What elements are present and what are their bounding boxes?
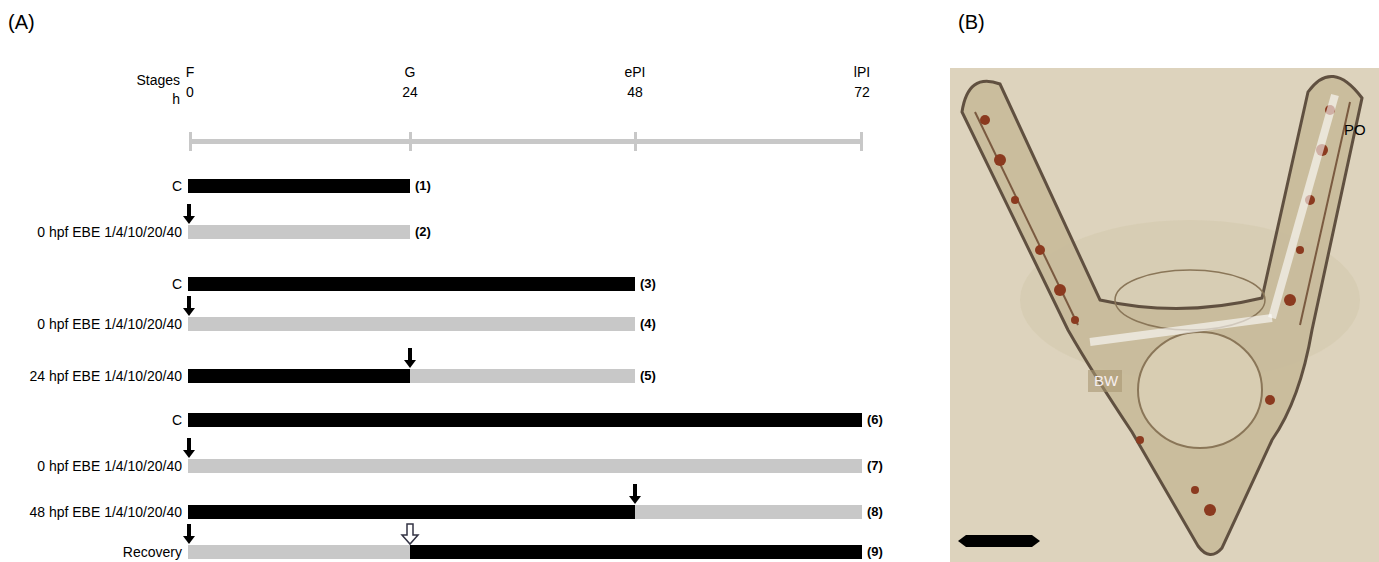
callout-number: (7) bbox=[867, 459, 883, 474]
part-label: PO bbox=[1344, 121, 1366, 138]
callout-number: (6) bbox=[867, 413, 883, 428]
recovery-arrow bbox=[402, 524, 418, 544]
timeline bbox=[190, 139, 862, 144]
scale-bar bbox=[958, 535, 1040, 547]
callout-number: (1) bbox=[415, 179, 431, 194]
stage-label: h bbox=[172, 91, 180, 107]
treatment-arrows bbox=[183, 204, 641, 544]
treatment-label: 0 hpf EBE 1/4/10/20/40 bbox=[37, 316, 182, 332]
stage-label: G bbox=[405, 64, 416, 80]
tick bbox=[189, 132, 192, 151]
treatment-label: C bbox=[172, 276, 182, 292]
stage-label: F bbox=[186, 64, 195, 80]
panel-label: (A) bbox=[8, 11, 35, 34]
treatment-label: 0 hpf EBE 1/4/10/20/40 bbox=[37, 224, 182, 240]
stage-label: 0 bbox=[186, 84, 194, 100]
stage-label: Stages bbox=[136, 72, 180, 88]
bars bbox=[188, 179, 862, 559]
treatment-label: 48 hpf EBE 1/4/10/20/40 bbox=[29, 504, 182, 520]
tick bbox=[409, 132, 412, 151]
stage-label: 24 bbox=[402, 84, 418, 100]
treatment-label: 24 hpf EBE 1/4/10/20/40 bbox=[29, 368, 182, 384]
callout-number: (3) bbox=[640, 277, 656, 292]
stage-label: 72 bbox=[854, 84, 870, 100]
stage-label: 48 bbox=[627, 84, 643, 100]
callout-number: (5) bbox=[640, 369, 656, 384]
treatment-label: Recovery bbox=[123, 544, 182, 560]
part-label: BW bbox=[1094, 372, 1118, 389]
larva-micrograph bbox=[950, 68, 1379, 562]
treatment-label: C bbox=[172, 412, 182, 428]
stage-label: lPI bbox=[854, 64, 870, 80]
treatment-label: C bbox=[172, 178, 182, 194]
callout-number: (9) bbox=[867, 545, 883, 560]
panel-label: (B) bbox=[958, 11, 985, 34]
callout-number: (2) bbox=[415, 225, 431, 240]
callout-number: (8) bbox=[867, 505, 883, 520]
treatment-label: 0 hpf EBE 1/4/10/20/40 bbox=[37, 458, 182, 474]
tick bbox=[860, 132, 863, 151]
callout-number: (4) bbox=[640, 317, 656, 332]
stage-label: ePI bbox=[624, 64, 645, 80]
tick bbox=[634, 132, 637, 151]
